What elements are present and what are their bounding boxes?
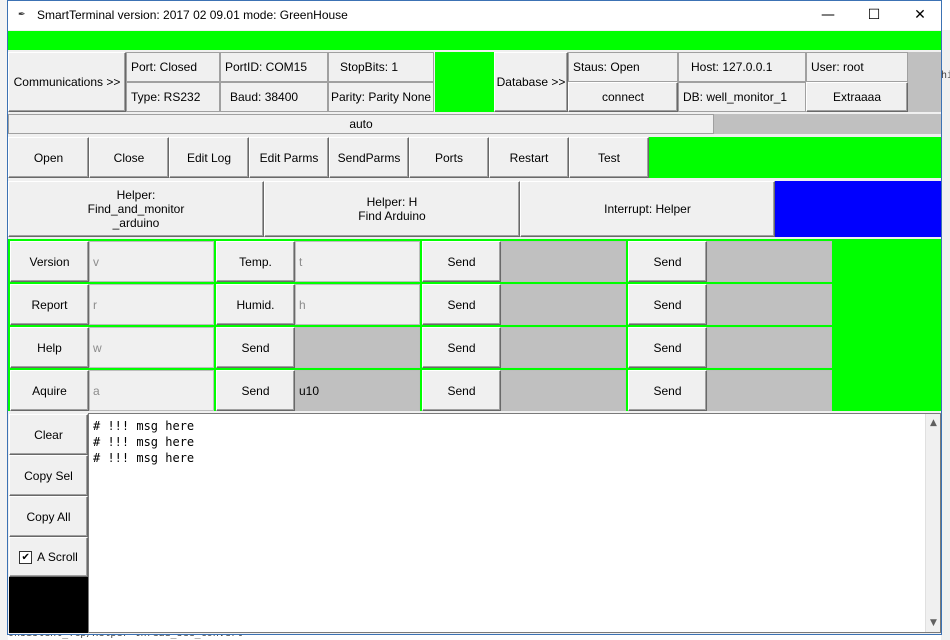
ports-button[interactable]: Ports bbox=[409, 137, 489, 178]
restart-button[interactable]: Restart bbox=[489, 137, 569, 178]
send-value-input[interactable] bbox=[707, 284, 832, 325]
version-cmd-input[interactable]: v bbox=[89, 241, 214, 282]
baud-rate: Baud: 38400 bbox=[220, 82, 328, 112]
checkbox-check-icon[interactable]: ✔ bbox=[19, 550, 33, 564]
minimize-button[interactable]: — bbox=[821, 7, 835, 23]
log-scrollbar[interactable]: ▲ ▼ bbox=[925, 414, 940, 632]
database-button[interactable]: Database >> bbox=[494, 52, 568, 112]
comm-status-indicator bbox=[435, 52, 494, 112]
send-button[interactable]: Send bbox=[628, 284, 707, 325]
connect-button[interactable]: connect bbox=[568, 82, 678, 112]
copy-all-button[interactable]: Copy All bbox=[9, 496, 88, 537]
temp-button[interactable]: Temp. bbox=[216, 241, 295, 282]
send-button[interactable]: Send bbox=[628, 370, 707, 411]
maximize-button[interactable]: ☐ bbox=[867, 7, 881, 23]
auto-field[interactable]: auto bbox=[8, 114, 714, 134]
test-button[interactable]: Test bbox=[569, 137, 649, 178]
auto-side-panel bbox=[714, 114, 941, 134]
open-button[interactable]: Open bbox=[8, 137, 89, 178]
send-value-input[interactable] bbox=[501, 241, 626, 282]
parity: Parity: Parity None bbox=[328, 82, 434, 112]
help-cmd-input[interactable]: w bbox=[89, 327, 214, 368]
side-black-panel bbox=[9, 577, 88, 633]
message-log[interactable]: # !!! msg here # !!! msg here # !!! msg … bbox=[88, 413, 941, 633]
background-right-strip bbox=[941, 30, 950, 640]
send-value-input[interactable] bbox=[501, 284, 626, 325]
db-status: Staus: Open bbox=[568, 52, 678, 82]
send-button[interactable]: Send bbox=[628, 327, 707, 368]
status-bar-green bbox=[8, 31, 941, 50]
help-button[interactable]: Help bbox=[10, 327, 89, 368]
scroll-up-arrow-icon[interactable]: ▲ bbox=[930, 418, 937, 428]
db-name: DB: well_monitor_1 bbox=[678, 82, 806, 112]
background-desktop-strip bbox=[0, 0, 8, 640]
a-scroll-checkbox[interactable]: ✔ A Scroll bbox=[9, 537, 88, 577]
send-button[interactable]: Send bbox=[628, 241, 707, 282]
send-value-input[interactable] bbox=[707, 327, 832, 368]
helper-status-indicator bbox=[775, 181, 941, 237]
send-value-input[interactable] bbox=[501, 327, 626, 368]
scroll-down-arrow-icon[interactable]: ▼ bbox=[930, 618, 937, 628]
send-value-input[interactable] bbox=[501, 370, 626, 411]
close-window-button[interactable]: ✕ bbox=[914, 7, 926, 23]
close-button[interactable]: Close bbox=[89, 137, 169, 178]
temp-cmd-input[interactable]: t bbox=[295, 241, 420, 282]
send-parms-button[interactable]: SendParms bbox=[329, 137, 409, 178]
edit-log-button[interactable]: Edit Log bbox=[169, 137, 249, 178]
aquire-cmd-input[interactable]: a bbox=[89, 370, 214, 411]
helper-find-and-monitor-button[interactable]: Helper: Find_and_monitor _arduino bbox=[8, 181, 264, 237]
send-button[interactable]: Send bbox=[422, 284, 501, 325]
send-value-input[interactable] bbox=[707, 370, 832, 411]
db-side-panel bbox=[908, 52, 941, 112]
extra-button[interactable]: Extraaaa bbox=[806, 82, 908, 112]
db-user: User: root bbox=[806, 52, 908, 82]
communications-button[interactable]: Communications >> bbox=[8, 52, 126, 112]
report-cmd-input[interactable]: r bbox=[89, 284, 214, 325]
send-button[interactable]: Send bbox=[216, 327, 295, 368]
stop-bits: StopBits: 1 bbox=[328, 52, 434, 82]
send-button[interactable]: Send bbox=[422, 241, 501, 282]
report-button[interactable]: Report bbox=[10, 284, 89, 325]
humid-cmd-input[interactable]: h bbox=[295, 284, 420, 325]
send-button[interactable]: Send bbox=[422, 327, 501, 368]
port-status: Port: Closed bbox=[126, 52, 220, 82]
message-log-text: # !!! msg here # !!! msg here # !!! msg … bbox=[93, 419, 195, 465]
send-button[interactable]: Send bbox=[422, 370, 501, 411]
interrupt-helper-button[interactable]: Interrupt: Helper bbox=[520, 181, 775, 237]
title-bar bbox=[8, 1, 941, 30]
send-value-input[interactable]: u10 bbox=[295, 370, 420, 411]
copy-sel-button[interactable]: Copy Sel bbox=[9, 455, 88, 496]
port-id: PortID: COM15 bbox=[220, 52, 328, 82]
send-value-input[interactable] bbox=[707, 241, 832, 282]
a-scroll-label: A Scroll bbox=[37, 550, 78, 564]
version-button[interactable]: Version bbox=[10, 241, 89, 282]
clear-button[interactable]: Clear bbox=[9, 414, 88, 455]
toolbar-status-indicator bbox=[649, 137, 941, 178]
helper-find-arduino-button[interactable]: Helper: H Find Arduino bbox=[264, 181, 520, 237]
port-type: Type: RS232 bbox=[126, 82, 220, 112]
aquire-button[interactable]: Aquire bbox=[10, 370, 89, 411]
background-label: hip bbox=[941, 70, 950, 81]
edit-parms-button[interactable]: Edit Parms bbox=[249, 137, 329, 178]
send-button[interactable]: Send bbox=[216, 370, 295, 411]
send-value-input[interactable] bbox=[295, 327, 420, 368]
tk-feather-icon: ✒ bbox=[18, 10, 26, 20]
db-host: Host: 127.0.0.1 bbox=[678, 52, 806, 82]
window-title: SmartTerminal version: 2017 02 09.01 mod… bbox=[37, 8, 348, 22]
humid-button[interactable]: Humid. bbox=[216, 284, 295, 325]
